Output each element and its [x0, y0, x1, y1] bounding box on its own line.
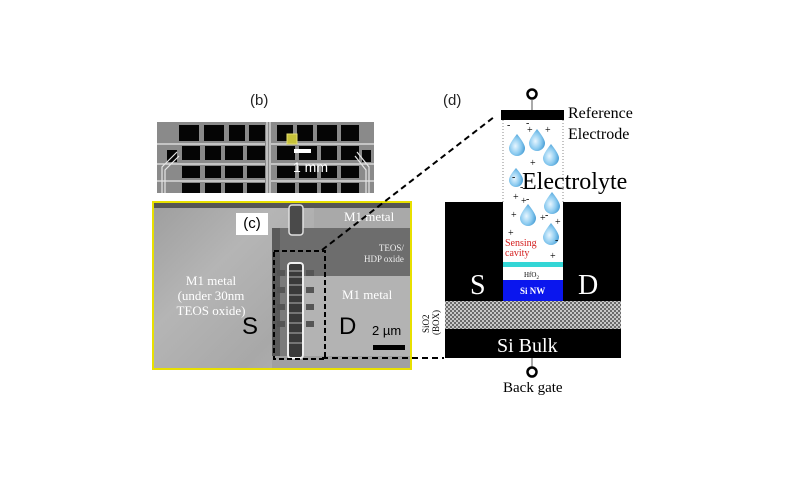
ion: - — [526, 194, 529, 205]
teos-hdp-oxide-label: TEOS/ HDP oxide — [364, 243, 404, 265]
sem-structure-graphic — [154, 203, 410, 368]
m1-left-line-3: TEOS oxide) — [176, 303, 246, 318]
source-d-label: S — [470, 270, 486, 301]
box-label-line-1: SiO2 — [421, 314, 431, 333]
droplet-icon — [520, 204, 536, 226]
si-nanowire — [503, 280, 563, 301]
teos-line-1: TEOS/ — [378, 243, 404, 253]
panel-c-label-box: (c) — [236, 213, 268, 235]
m1-left-line-1: M1 metal — [185, 273, 237, 288]
ion: - — [507, 120, 510, 131]
ion: - — [512, 172, 515, 183]
reference-label-line-2: Electrode — [568, 126, 629, 143]
ion: + — [527, 125, 533, 136]
si-nw-label: Si NW — [520, 286, 545, 296]
ion: + — [508, 228, 514, 239]
m1-left-line-2: (under 30nm — [177, 288, 245, 303]
ion: + — [550, 251, 556, 262]
droplet-icon — [529, 129, 545, 151]
box-label-line-2: (BOX) — [431, 310, 441, 335]
m1-metal-top-label: M1 metal — [344, 209, 395, 224]
box-oxide-layer — [445, 301, 621, 329]
droplet-icon — [509, 134, 525, 156]
reference-electrode — [501, 110, 564, 120]
scale-bar-1mm-label: 1 mm — [293, 159, 328, 175]
reference-label-line-1: Reference — [568, 105, 633, 122]
ion: + — [521, 196, 527, 207]
panel-c-label: (c) — [243, 215, 261, 232]
ion: + — [511, 210, 517, 221]
connector-line-upper — [321, 116, 495, 251]
ion: + — [545, 125, 551, 136]
back-gate-label: Back gate — [503, 380, 563, 396]
sensing-cavity-label-line-2: cavity — [505, 248, 529, 259]
ion: + — [513, 192, 519, 203]
hfo2-subscript: 2 — [536, 276, 539, 281]
droplet-icon — [543, 223, 559, 245]
teos-line-2: HDP oxide — [364, 254, 404, 264]
hfo2-label: HfO2 — [524, 271, 539, 281]
si-bulk — [445, 329, 621, 358]
droplet-icon — [543, 144, 559, 166]
ion: - — [555, 235, 558, 246]
ions: + - + - + + - + - + - + + - + - + — [507, 118, 561, 262]
ion: + — [555, 217, 561, 228]
oxide-layer — [503, 262, 563, 267]
ion: - — [526, 118, 529, 129]
chip-layout-graphic — [157, 122, 374, 193]
m1-metal-right-label: M1 metal — [342, 287, 393, 302]
panel-b-label: (b) — [250, 92, 269, 109]
back-gate-terminal-icon — [526, 366, 538, 378]
droplet-icon — [544, 192, 560, 214]
panel-d-label: (d) — [443, 92, 462, 109]
droplet-icon — [509, 168, 523, 187]
m1-metal-left-label: M1 metal (under 30nm TEOS oxide) — [176, 273, 246, 318]
hfo2-layer — [503, 267, 563, 280]
scale-bar-2um-label: 2 µm — [372, 323, 402, 338]
hfo2-text: HfO — [524, 271, 536, 279]
sem-micrograph: (c) M1 metal TEOS/ HDP oxide M1 metal (u… — [152, 201, 412, 370]
electrolyte-label: Electrolyte — [522, 169, 627, 195]
ion: + — [540, 213, 546, 224]
ion: - — [545, 210, 548, 221]
source-label: S — [242, 313, 259, 340]
ion: - — [520, 182, 523, 193]
drain-d-label: D — [578, 270, 598, 301]
box-side-label: SiO2 (BOX) — [421, 310, 441, 335]
si-bulk-label: Si Bulk — [497, 335, 558, 357]
reference-terminal-icon — [526, 88, 538, 100]
ion: + — [530, 158, 536, 169]
electrolyte-droplets — [509, 129, 560, 245]
drain-label: D — [339, 313, 357, 340]
chip-micrograph: 1 mm — [157, 122, 374, 193]
sensing-cavity-label-line-1: Sensing — [505, 238, 537, 249]
